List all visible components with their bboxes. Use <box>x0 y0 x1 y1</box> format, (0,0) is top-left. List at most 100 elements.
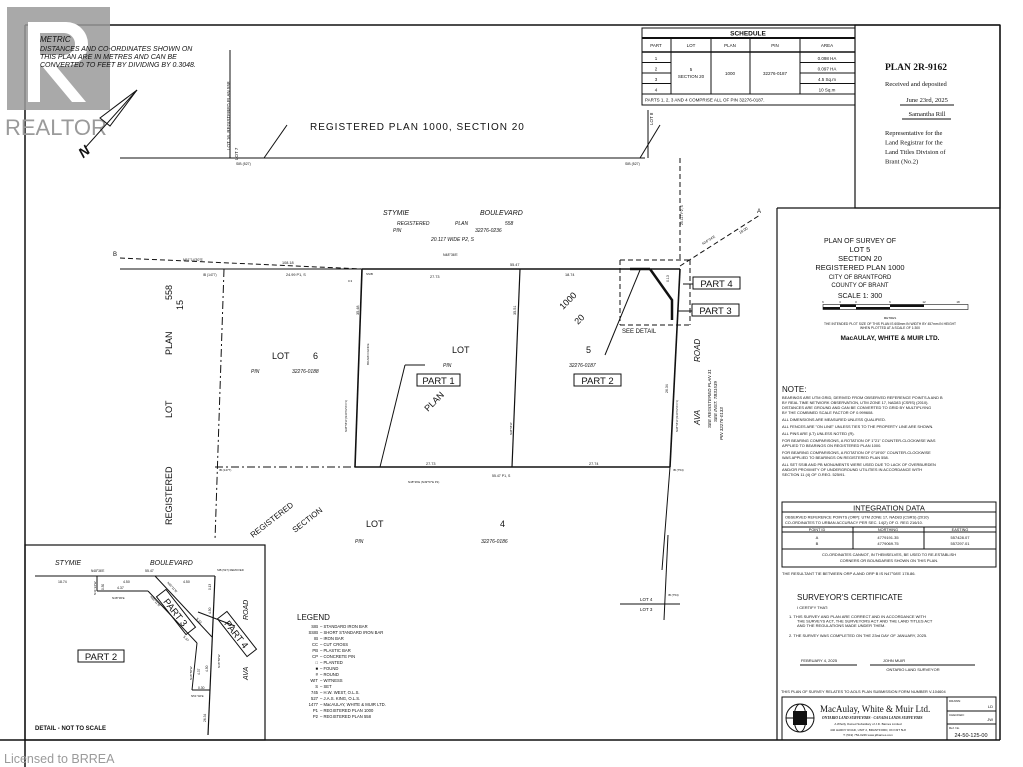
drawn-value: LD <box>988 704 993 709</box>
drawn-label: DRAWN: <box>949 699 961 703</box>
label-street-pin: 32276-0236 <box>475 228 502 234</box>
resultant-tie: THE RESULTANT TIE BETWEEN ORP A AND ORP … <box>782 571 916 576</box>
label-20: 20 <box>572 312 586 326</box>
detail-label: 18.74 <box>58 580 67 584</box>
label-sib: SIB (527) <box>625 162 640 166</box>
checked-label: CHECKED: <box>949 713 965 717</box>
firm-subtitle: ONTARIO LAND SURVEYORS - CANADA LANDS SU… <box>822 716 923 720</box>
label-monument: IB (1477) <box>219 468 231 472</box>
detail-label: 4.50 <box>183 580 190 584</box>
label-lot15: REGISTERED <box>164 466 174 525</box>
legend-code: P1 <box>313 708 319 713</box>
rep-line: Land Titles Division of <box>885 149 946 156</box>
label-lot6: LOT <box>272 351 290 361</box>
schedule-title: SCHEDULE <box>730 31 766 38</box>
firm-address: 440 HARDY ROAD, UNIT 2, BRANTFORD, ON N3… <box>830 728 906 732</box>
label-bearing: N38°58'W (N40°02'W P1) <box>344 400 348 432</box>
note-line: BEARINGS ARE UTM GRID, DERIVED FROM OBSE… <box>782 395 943 400</box>
label-lot5: LOT <box>452 345 470 355</box>
note-line: BY REAL TIME NETWORK OBSERVATION, UTM ZO… <box>782 400 929 405</box>
certificate-intro: I CERTIFY THAT: <box>797 605 828 610</box>
realtor-wordmark: REALTOR <box>5 115 107 140</box>
label-ava-road: AVA <box>693 410 702 426</box>
legend-code: ■ <box>315 666 318 671</box>
legend-desc: – SET <box>320 684 332 689</box>
label-distance: 27.73 <box>430 275 440 279</box>
schedule-lot: SECTION 20 <box>678 74 705 79</box>
part-4-label: PART 4 <box>700 279 732 290</box>
deposit-box: PLAN 2R-9162 Received and deposited June… <box>854 24 1001 209</box>
label-bearing: N38°58'W (N40°02'W P1) <box>675 400 679 432</box>
schedule-area: 10 Sq.m <box>819 88 836 93</box>
integration-caveat: CORNERS OR BOUNDARIES SHOWN ON THIS PLAN… <box>840 558 938 563</box>
detail-caption: DETAIL - NOT TO SCALE <box>35 726 106 732</box>
schedule-table: SCHEDULE PART LOT PLAN PIN AREA 1 2 3 4 … <box>641 27 856 106</box>
legend-desc: – H.W. WEST, O.L.S. <box>320 690 360 695</box>
aols-form-note: THIS PLAN OF SURVEY RELATES TO AOLS PLAN… <box>781 689 946 694</box>
label-bearing: N38°58'W <box>509 422 513 435</box>
integration-header: NORTHING <box>878 528 898 532</box>
note-line: ALL FENCES ARE "ON LINE" UNLESS TIES TO … <box>782 424 933 429</box>
part-3-label: PART 3 <box>699 306 731 317</box>
schedule-area: 4.5 Sq.m <box>818 77 836 82</box>
label-pin: PIN <box>251 369 260 375</box>
label-monument: IB (1477) <box>203 273 217 277</box>
label-reg-section: SECTION <box>291 505 325 534</box>
label-top-road: REGISTERED PLAN 1000, SECTION 20 <box>310 122 525 133</box>
integration-desc: CO-ORDINATES TO URBAN ACCURACY PER SEC. … <box>785 520 923 525</box>
title-line: CITY OF BRANTFORD <box>829 275 892 281</box>
label-lot15: 558 <box>164 285 174 300</box>
rep-line: Representative for the <box>885 130 943 137</box>
label-wide: 20.117 P2, S <box>680 204 684 225</box>
detail-label: N48°36'E <box>112 596 125 600</box>
detail-label: 0.13 <box>208 584 212 590</box>
legend-desc: – CUT CROSS <box>320 642 348 647</box>
detail-label: N51°02'E <box>191 694 204 698</box>
integration-cell: A <box>816 535 819 540</box>
label-street-wide: 20.117 WIDE P2, S <box>430 237 475 243</box>
label-lot4b: LOT 4 <box>640 597 653 602</box>
detail-label: 4.37 <box>197 668 201 675</box>
integration-desc: OBSERVED REFERENCE POINTS (ORP): UTM ZON… <box>785 515 929 520</box>
label-bearing: N51°14'30"E <box>183 258 204 262</box>
schedule-area: 0.097 HA <box>818 67 837 72</box>
legend-code: 1477 <box>309 702 319 707</box>
plan-labels: REGISTERED PLAN 1000, SECTION 20 LOT 16,… <box>113 81 761 612</box>
registrar-name: Samantha Rill <box>908 111 945 118</box>
detail-label: N48°36'E <box>91 569 104 573</box>
label-distance: 108.18 <box>282 261 294 265</box>
firm-name-full: MacAulay, White & Muir Ltd. <box>820 704 930 714</box>
label-distance: 26.34 <box>665 384 669 393</box>
integration-data-table: INTEGRATION DATA OBSERVED REFERENCE POIN… <box>781 501 997 576</box>
label-distance: 35.51 <box>513 305 517 315</box>
label-street: BOULEVARD <box>480 210 523 217</box>
label-distance: 24.99 P1, S <box>286 273 306 277</box>
metric-title: METRIC <box>40 35 71 44</box>
north-label: N <box>75 141 94 160</box>
rep-line: Brant (No.2) <box>885 159 918 166</box>
label-distance: 0.13 <box>666 275 670 282</box>
schedule-part: 1 <box>655 56 658 61</box>
plot-note: THE INTENDED PLOT SIZE OF THIS PLAN IS 6… <box>824 322 956 326</box>
note-line: BY THE COMBINED SCALE FACTOR OF 0.999608… <box>782 410 873 415</box>
detail-label: SIB (527) REMOVED <box>217 568 244 572</box>
rep-line: Land Registrar for the <box>885 140 943 147</box>
scale-tick: 18 <box>956 300 960 304</box>
legend-code: 745 <box>311 690 319 695</box>
schedule-plan: 1000 <box>725 71 736 76</box>
label-distance: 18.74 <box>565 273 575 277</box>
label-1000: 1000 <box>557 290 578 311</box>
title-line: REGISTERED PLAN 1000 <box>815 263 904 272</box>
metric-note: METRIC DISTANCES AND CO-ORDINATES SHOWN … <box>40 35 196 69</box>
certificate-item: 2. THE SURVEY WAS COMPLETED ON THE 23rd … <box>789 633 927 638</box>
integration-header: EASTING <box>952 528 969 532</box>
detail-label: 4.50 <box>123 580 130 584</box>
label-lot15: PLAN <box>164 331 174 355</box>
surveyor-name: JOHN MUIR <box>883 658 905 663</box>
detail-label: 4.50 <box>205 665 209 672</box>
detail-street: BOULEVARD <box>150 560 193 567</box>
label-distance: 27.73 <box>426 462 436 466</box>
note-line: WAS APPLIED TO BEARINGS ON REGISTERED PL… <box>782 455 889 460</box>
schedule-header: LOT <box>687 43 696 48</box>
note-line: DISTANCES ARE GROUND AND CAN BE CONVERTE… <box>782 405 931 410</box>
